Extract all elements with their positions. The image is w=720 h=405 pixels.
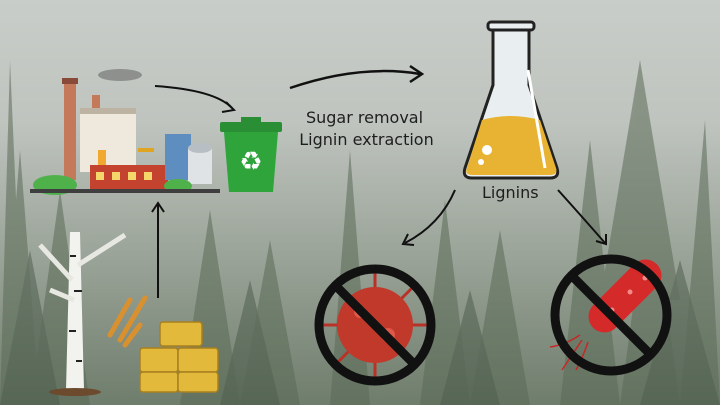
lignin-flask-icon — [462, 20, 560, 180]
no-bacteria-icon — [549, 254, 672, 376]
process-arrows — [151, 64, 607, 298]
step-label-lignin-extraction: Lignin extraction — [299, 130, 434, 149]
wheat-icon — [107, 295, 148, 348]
arrow-to-virus — [404, 189, 456, 244]
birch-tree-illustration — [38, 232, 127, 396]
factory-illustration — [30, 69, 220, 195]
arrow-factory-to-bin — [154, 85, 233, 109]
step-label-sugar-removal: Sugar removal — [305, 108, 424, 127]
forest-background — [0, 60, 720, 405]
no-virus-icon — [314, 264, 436, 386]
arrow-to-bacteria — [557, 189, 606, 244]
arrow-to-flask — [289, 69, 421, 90]
svg-text:♻: ♻ — [239, 147, 262, 177]
product-label-lignins: Lignins — [482, 183, 539, 202]
recycle-bin-icon: ♻ — [220, 117, 282, 192]
hay-bales-illustration — [139, 321, 219, 393]
